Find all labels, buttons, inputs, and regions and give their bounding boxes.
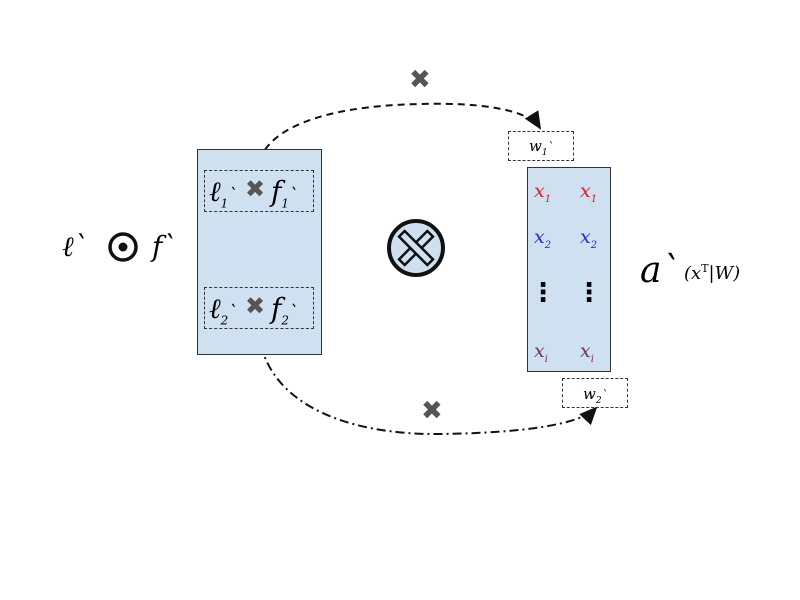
heavy-x-icon: ✖ — [409, 65, 431, 95]
top-dashed-arrow — [256, 102, 542, 173]
left-f-symbol: f` — [152, 230, 177, 263]
ellipsis-col2: ⋮ — [576, 278, 602, 308]
row1-f: f1` — [271, 175, 299, 211]
left-expression: ℓ` f` — [62, 228, 192, 268]
w1-box: w1` — [508, 131, 574, 161]
ellipsis-col1: ⋮ — [530, 278, 556, 308]
xi-col1: xi — [534, 340, 548, 365]
right-expression: a` (xT|W) — [640, 250, 790, 300]
x2-col1: x2 — [534, 226, 552, 251]
row1-l-sub: 1 — [220, 196, 229, 211]
a-symbol: a` — [640, 250, 680, 291]
a-arguments: (xT|W) — [684, 262, 741, 284]
row1-l: ℓ1` — [209, 175, 238, 211]
row1-f-sub: 1 — [281, 196, 290, 211]
left-row-1: ℓ1` ✖ f1` — [204, 170, 314, 212]
row2-l-sub: 2 — [220, 313, 229, 328]
circled-times-icon — [387, 219, 445, 277]
heavy-x-icon: ✖ — [245, 292, 266, 320]
x1-col1: x1 — [534, 180, 552, 205]
heavy-x-icon: ✖ — [421, 396, 443, 426]
w2-label: w2` — [583, 385, 608, 406]
x2-col2: x2 — [580, 226, 598, 251]
w1-label: w1` — [529, 137, 554, 158]
heavy-x-icon: ✖ — [245, 175, 266, 203]
left-l-symbol: ℓ` — [62, 230, 88, 263]
row2-l: ℓ2` — [209, 292, 238, 328]
left-panel: ℓ1` ✖ f1` ℓ2` ✖ f2` — [197, 149, 322, 355]
xi-col2: xi — [580, 340, 594, 365]
row2-f-sub: 2 — [281, 313, 290, 328]
bottom-dashdot-arrow — [257, 325, 598, 436]
x1-col2: x1 — [580, 180, 598, 205]
w2-box: w2` — [562, 378, 628, 408]
row2-f: f2` — [271, 292, 299, 328]
right-panel: x1 x2 ⋮ xi x1 x2 ⋮ xi — [527, 167, 611, 372]
left-row-2: ℓ2` ✖ f2` — [204, 287, 314, 329]
circled-dot-icon — [108, 232, 138, 262]
